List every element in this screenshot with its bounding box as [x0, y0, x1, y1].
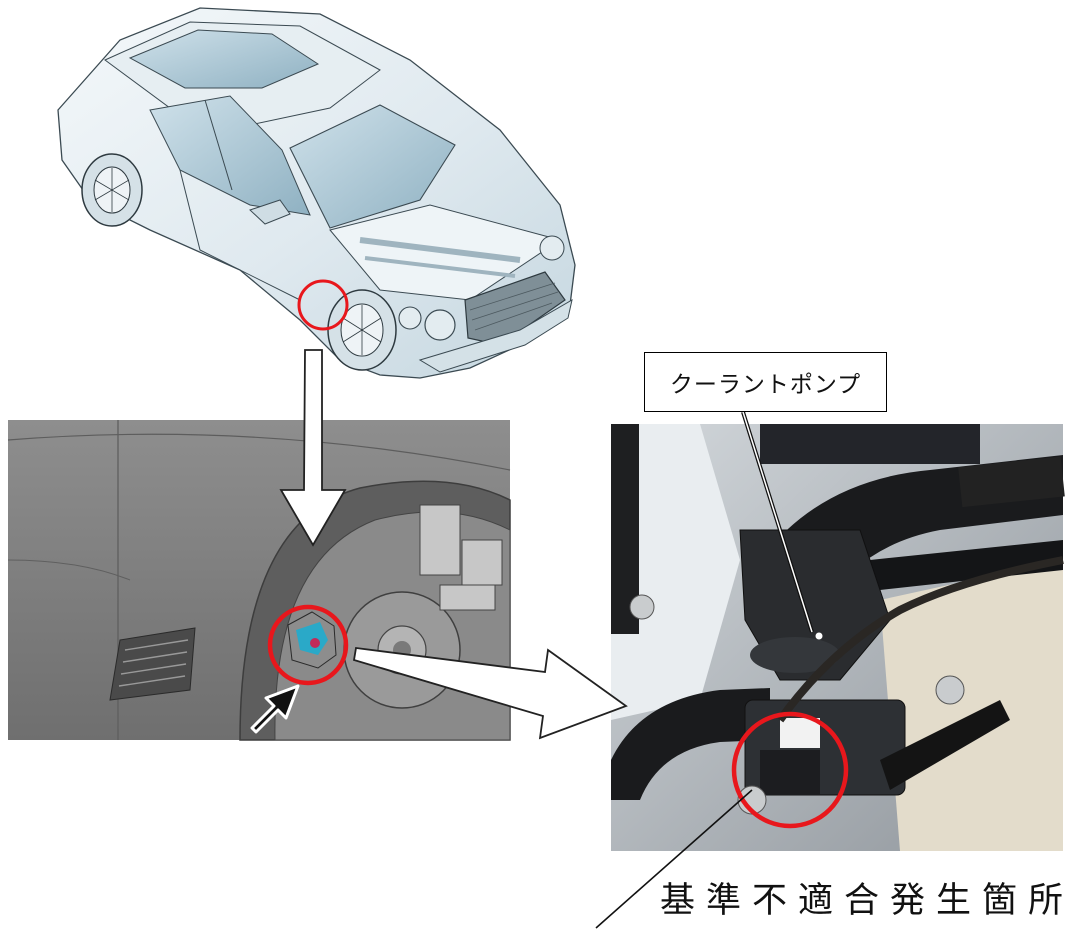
pump-component [287, 611, 337, 669]
car-illustration [57, 7, 576, 379]
pump-photo [611, 424, 1065, 851]
defect-leader-line [595, 789, 753, 929]
right-arrow [352, 646, 628, 740]
car-headlight-outer [424, 309, 456, 341]
down-arrow [279, 349, 347, 547]
car-highlight-circle [297, 279, 349, 331]
fender-render [7, 420, 511, 741]
pump-callout-label: クーラントポンプ [644, 352, 887, 412]
fender-highlight-circle [267, 604, 349, 686]
black-pointer-arrow [250, 684, 300, 734]
car-headlight-inner [398, 306, 422, 330]
car-rear-wheel [81, 153, 143, 227]
side-vent [109, 627, 196, 701]
car-sunroof [128, 29, 320, 89]
car-front-wheel [327, 289, 397, 371]
photo-highlight-circle [731, 711, 849, 829]
hose-bottom-left [611, 688, 770, 800]
car-windshield [289, 104, 456, 229]
defect-site-label: 基準不適合発生箇所 [660, 881, 1070, 921]
bolt-right [935, 675, 965, 705]
wire-harness [776, 556, 1064, 723]
car-mirror [249, 199, 291, 225]
bolt-left [629, 594, 655, 620]
